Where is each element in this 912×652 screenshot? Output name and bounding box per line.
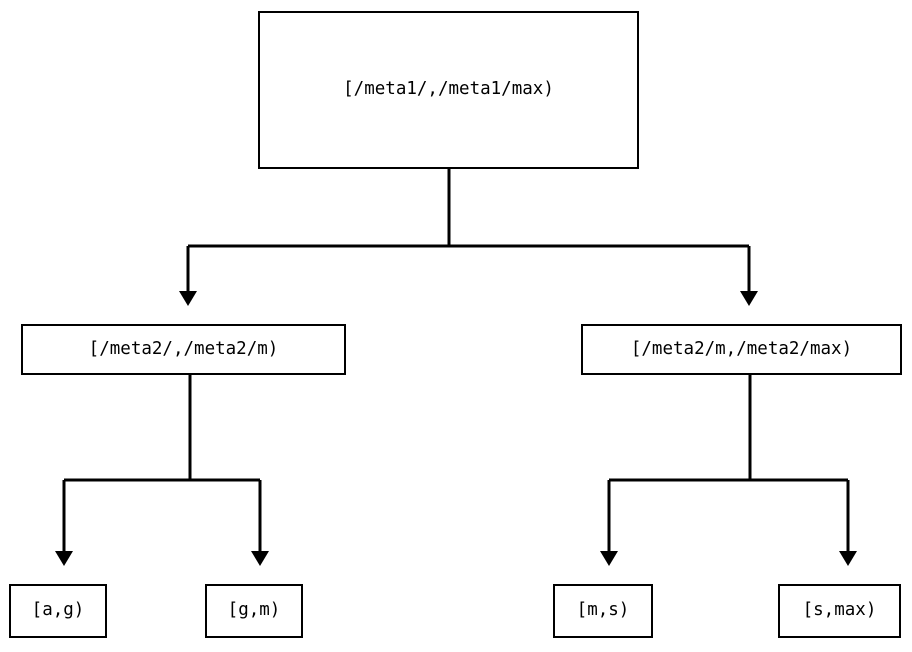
node-leaf-m-s-label: [m,s) xyxy=(576,600,630,621)
node-leaf-s-max-label: [s,max) xyxy=(802,600,877,621)
node-root-label: [/meta1/,/meta1/max) xyxy=(343,79,554,100)
node-mid-left: [/meta2/,/meta2/m) xyxy=(21,324,346,375)
arrowhead-mid-right xyxy=(740,291,758,306)
node-root: [/meta1/,/meta1/max) xyxy=(258,11,639,169)
node-leaf-g-m: [g,m) xyxy=(205,584,303,638)
node-leaf-g-m-label: [g,m) xyxy=(227,600,281,621)
node-mid-left-label: [/meta2/,/meta2/m) xyxy=(88,338,279,359)
node-leaf-a-g-label: [a,g) xyxy=(31,600,85,621)
node-leaf-m-s: [m,s) xyxy=(553,584,653,638)
arrowhead-leaf-ms xyxy=(600,551,618,566)
node-leaf-s-max: [s,max) xyxy=(778,584,901,638)
node-leaf-a-g: [a,g) xyxy=(9,584,107,638)
arrowhead-leaf-gm xyxy=(251,551,269,566)
arrowhead-mid-left xyxy=(179,291,197,306)
node-mid-right: [/meta2/m,/meta2/max) xyxy=(581,324,902,375)
arrowhead-leaf-ag xyxy=(55,551,73,566)
node-mid-right-label: [/meta2/m,/meta2/max) xyxy=(630,338,853,359)
arrowhead-leaf-smax xyxy=(839,551,857,566)
